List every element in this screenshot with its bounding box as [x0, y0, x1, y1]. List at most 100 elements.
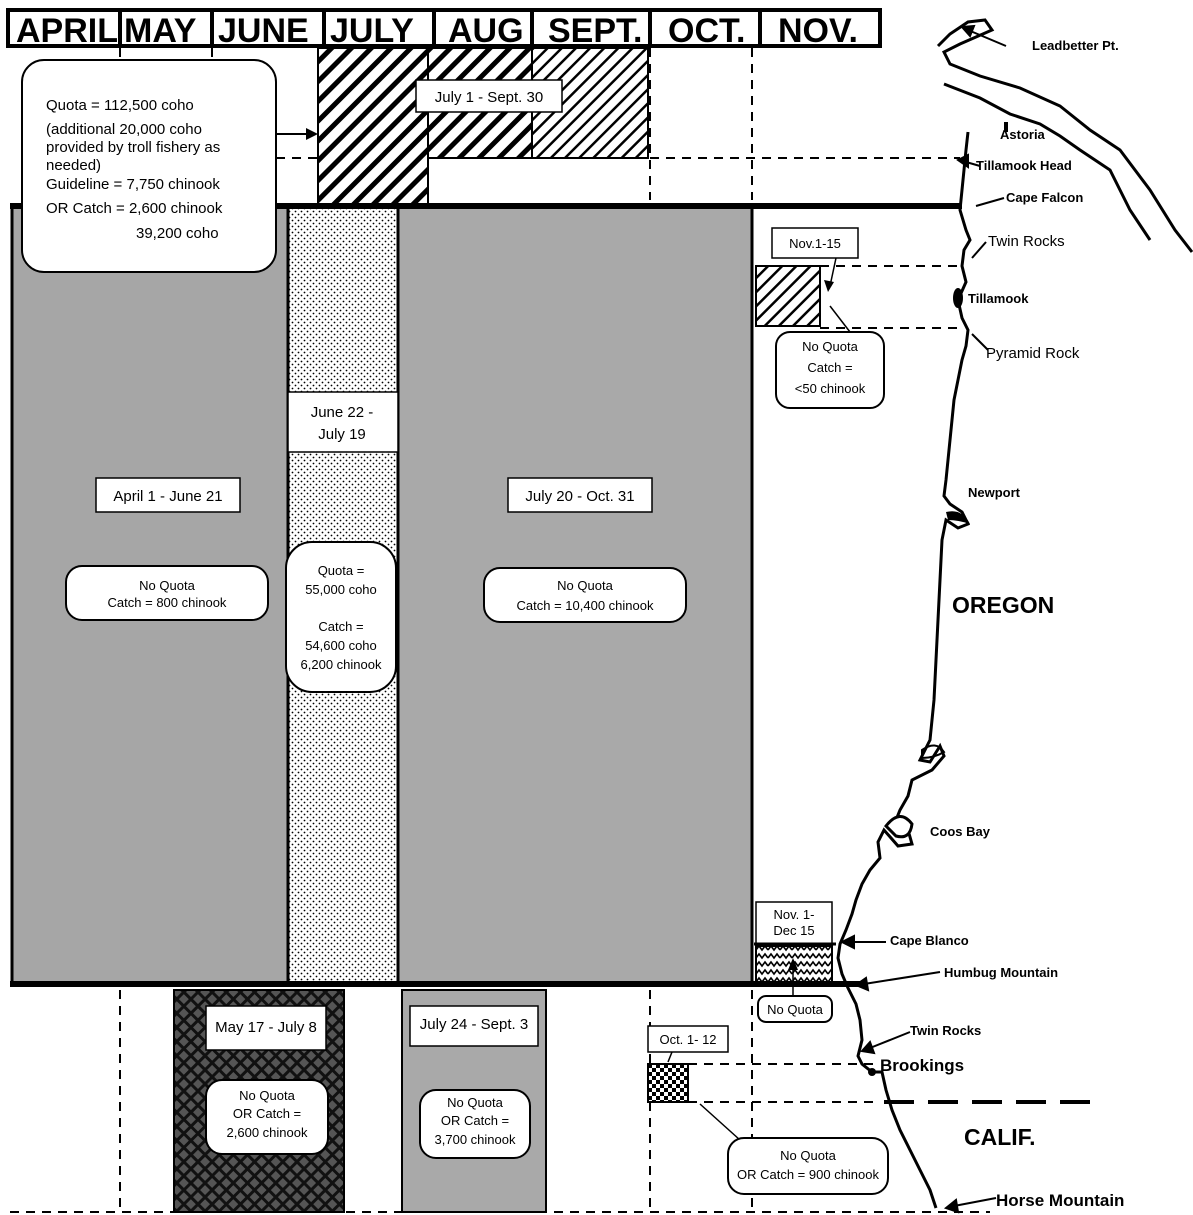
place-pyramid-rock: Pyramid Rock — [986, 345, 1080, 362]
oregon-coastline — [836, 131, 972, 1209]
place-cape-blanco: Cape Blanco — [890, 933, 969, 948]
nov-note-box — [775, 331, 885, 409]
astoria-marker — [1004, 122, 1008, 132]
nov-note-line3: <50 chinook — [795, 381, 866, 396]
place-twin-rocks-south: Twin Rocks — [910, 1023, 981, 1038]
june-july-note-line1: Quota = — [318, 563, 365, 578]
may-july-note-line3: 2,600 chinook — [227, 1125, 308, 1140]
oct-note-line1: No Quota — [780, 1148, 836, 1163]
july-oct-note-line2: Catch = 10,400 chinook — [517, 598, 654, 613]
may-july-note-line1: No Quota — [239, 1088, 295, 1103]
nov-label-box — [771, 227, 859, 259]
north-note-line4: needed) — [46, 157, 101, 174]
place-tillamook: Tillamook — [968, 291, 1029, 306]
place-humbug-mountain: Humbug Mountain — [944, 965, 1058, 980]
umpqua-estuary — [921, 744, 946, 760]
month-may: MAY — [124, 12, 197, 50]
june-july-note-line4: 54,600 coho — [305, 638, 377, 653]
oct-checker-block — [647, 1063, 689, 1103]
place-coos-bay: Coos Bay — [930, 824, 991, 839]
brookings-marker — [868, 1068, 876, 1076]
may-july-note-box — [205, 1079, 329, 1155]
april-june-label-box — [95, 477, 241, 513]
april-june-note-box — [65, 565, 269, 621]
place-astoria: Astoria — [1000, 127, 1046, 142]
month-june: JUNE — [218, 12, 309, 50]
june-july-note-line2: 55,000 coho — [305, 582, 377, 597]
yaquina-bay — [946, 511, 970, 524]
oct-note-line2: OR Catch = 900 chinook — [737, 1167, 879, 1182]
july-sept3-note-line1: No Quota — [447, 1095, 503, 1110]
state-oregon: OREGON — [952, 592, 1054, 618]
june-july-note-line5: 6,200 chinook — [301, 657, 382, 672]
may-july-note-line2: OR Catch = — [233, 1106, 301, 1121]
south-zone: May 17 - July 8 No Quota OR Catch = 2,60… — [10, 989, 1096, 1213]
north-note-line7: 39,200 coho — [136, 225, 219, 242]
nov-note-line1: No Quota — [802, 339, 858, 354]
place-newport: Newport — [968, 485, 1021, 500]
month-header: APRIL MAY JUNE JULY AUG SEPT. OCT. NOV. — [6, 8, 882, 50]
month-sept: SEPT. — [548, 12, 642, 50]
nov-dec-block — [755, 945, 833, 983]
north-note-line5: Guideline = 7,750 chinook — [46, 176, 220, 193]
june-july-note-box — [285, 541, 397, 693]
may-july-label-box — [205, 1005, 327, 1051]
nov-dec-label-line2: Dec 15 — [773, 923, 814, 938]
nov-dec-label-line1: Nov. 1- — [774, 907, 815, 922]
state-california: CALIF. — [964, 1124, 1036, 1150]
april-june-label: April 1 - June 21 — [113, 488, 222, 505]
july-sept3-note-line2: OR Catch = — [441, 1113, 509, 1128]
july-oct-note-box — [483, 567, 687, 623]
nov-note-line2: Catch = — [807, 360, 852, 375]
place-cape-falcon: Cape Falcon — [1006, 190, 1083, 205]
april-june-note-line1: No Quota — [139, 578, 195, 593]
july-sept3-note-box — [419, 1089, 531, 1159]
tillamook-bay — [953, 288, 963, 308]
tillamook-zone: Nov.1-15 No Quota Catch = <50 chinook — [755, 227, 960, 409]
nov-dec-note: No Quota — [767, 1002, 823, 1017]
north-quota-note: Quota = 112,500 coho (additional 20,000 … — [21, 59, 277, 273]
coos-bay-estuary — [884, 815, 914, 839]
blanco-zone: Nov. 1- Dec 15 No Quota — [754, 901, 836, 1023]
month-nov: NOV. — [778, 12, 858, 50]
oct-label-box — [647, 1025, 729, 1053]
june-july-label-line2: July 19 — [318, 426, 366, 443]
place-twin-rocks-north: Twin Rocks — [988, 233, 1065, 250]
may-july-label: May 17 - July 8 — [215, 1019, 317, 1036]
oct-note-box — [727, 1137, 889, 1195]
nov-dec-note-box — [757, 995, 833, 1023]
nov-label: Nov.1-15 — [789, 236, 841, 251]
month-oct: OCT. — [668, 12, 745, 50]
place-horse-mountain: Horse Mountain — [996, 1191, 1124, 1210]
place-leadbetter: Leadbetter Pt. — [1032, 38, 1119, 53]
north-note-line1: Quota = 112,500 coho — [46, 97, 194, 114]
july-sept3-label-box — [409, 1005, 539, 1047]
north-note-line2: (additional 20,000 coho — [46, 121, 202, 138]
nov-hatched-block — [755, 265, 821, 327]
july-oct-label-box — [507, 477, 653, 513]
july-sept-label: July 1 - Sept. 30 — [435, 89, 543, 106]
july-sept-label-box — [415, 79, 563, 113]
april-june-note-line2: Catch = 800 chinook — [108, 595, 227, 610]
nov-dec-label-box — [755, 901, 833, 945]
columbia-estuary-south — [943, 82, 1152, 241]
oct-label: Oct. 1- 12 — [659, 1032, 716, 1047]
north-zone: July 1 - Sept. 30 — [276, 47, 960, 211]
north-note-line3: provided by troll fishery as — [46, 139, 220, 156]
june-july-label-box — [287, 391, 399, 453]
july-oct-label: July 20 - Oct. 31 — [525, 488, 634, 505]
place-tillamook-head: Tillamook Head — [976, 158, 1072, 173]
columbia-estuary-north — [936, 18, 1193, 253]
north-hatched-block-july — [317, 47, 429, 211]
coastline-map: Leadbetter Pt. Astoria Tillamook Head Ca… — [836, 18, 1193, 1214]
north-note-line6: OR Catch = 2,600 chinook — [46, 200, 223, 217]
july-sept3-note-line3: 3,700 chinook — [435, 1132, 516, 1147]
month-july: JULY — [330, 12, 414, 50]
place-brookings: Brookings — [880, 1056, 964, 1075]
june-july-label-line1: June 22 - — [311, 404, 374, 421]
month-aug: AUG — [448, 12, 524, 50]
july-oct-note-line1: No Quota — [557, 578, 613, 593]
june-july-note-line3: Catch = — [318, 619, 363, 634]
month-april: APRIL — [16, 12, 118, 50]
